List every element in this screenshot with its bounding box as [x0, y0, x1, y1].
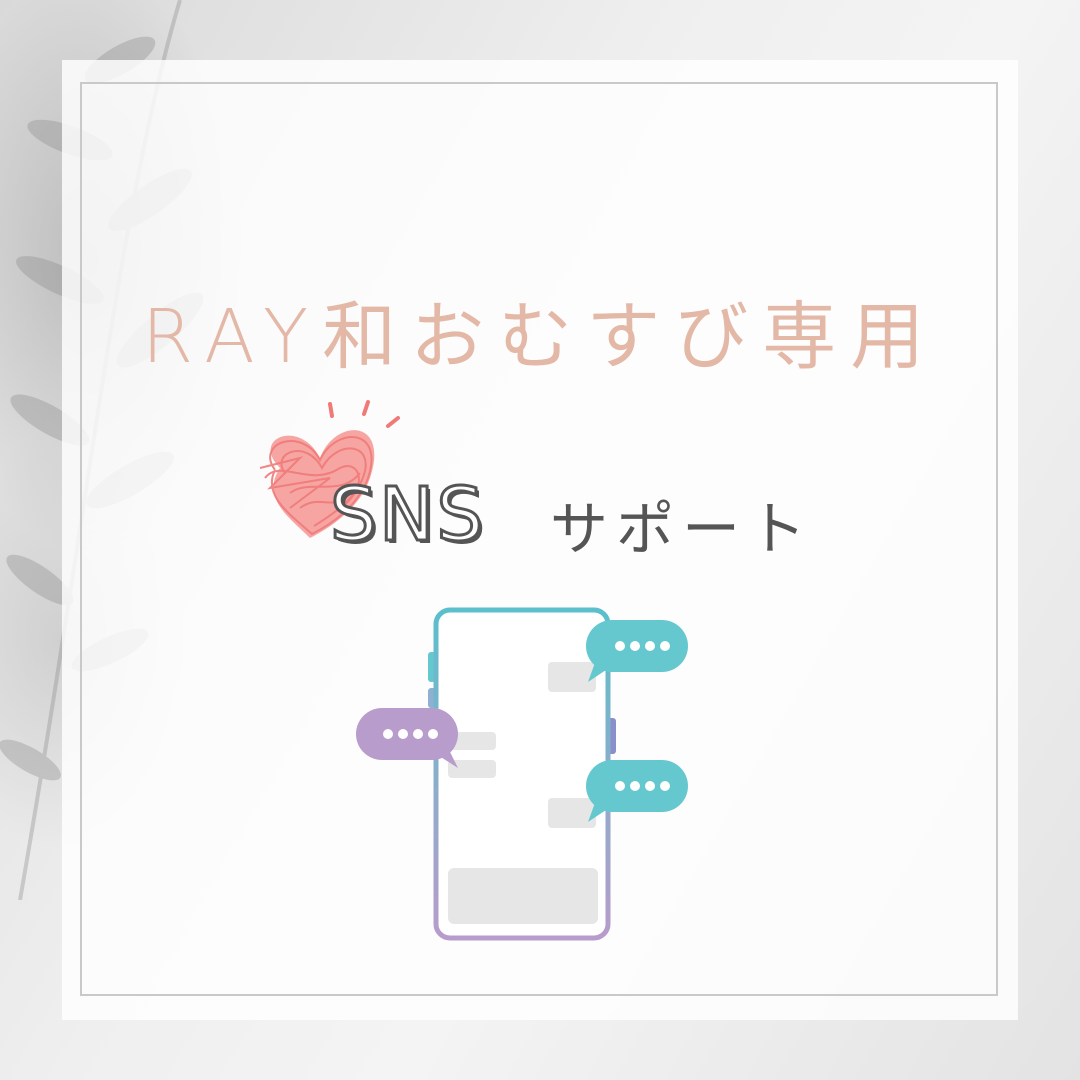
input-placeholder [448, 868, 598, 924]
heart-icon [259, 400, 400, 538]
chat-bubble-icon [586, 760, 688, 822]
support-heading: サポート [550, 495, 815, 563]
message-placeholder [548, 798, 596, 828]
page-title: RAY和おむすび専用 [141, 294, 939, 380]
message-placeholder [448, 760, 496, 778]
sns-heading: SNS [328, 472, 486, 558]
smartphone-chat-illustration [356, 607, 688, 941]
card-border [80, 82, 998, 996]
chat-bubble-icon [356, 708, 458, 768]
message-placeholder [448, 732, 496, 750]
message-placeholder [548, 662, 596, 692]
chat-bubble-icon [586, 620, 688, 682]
